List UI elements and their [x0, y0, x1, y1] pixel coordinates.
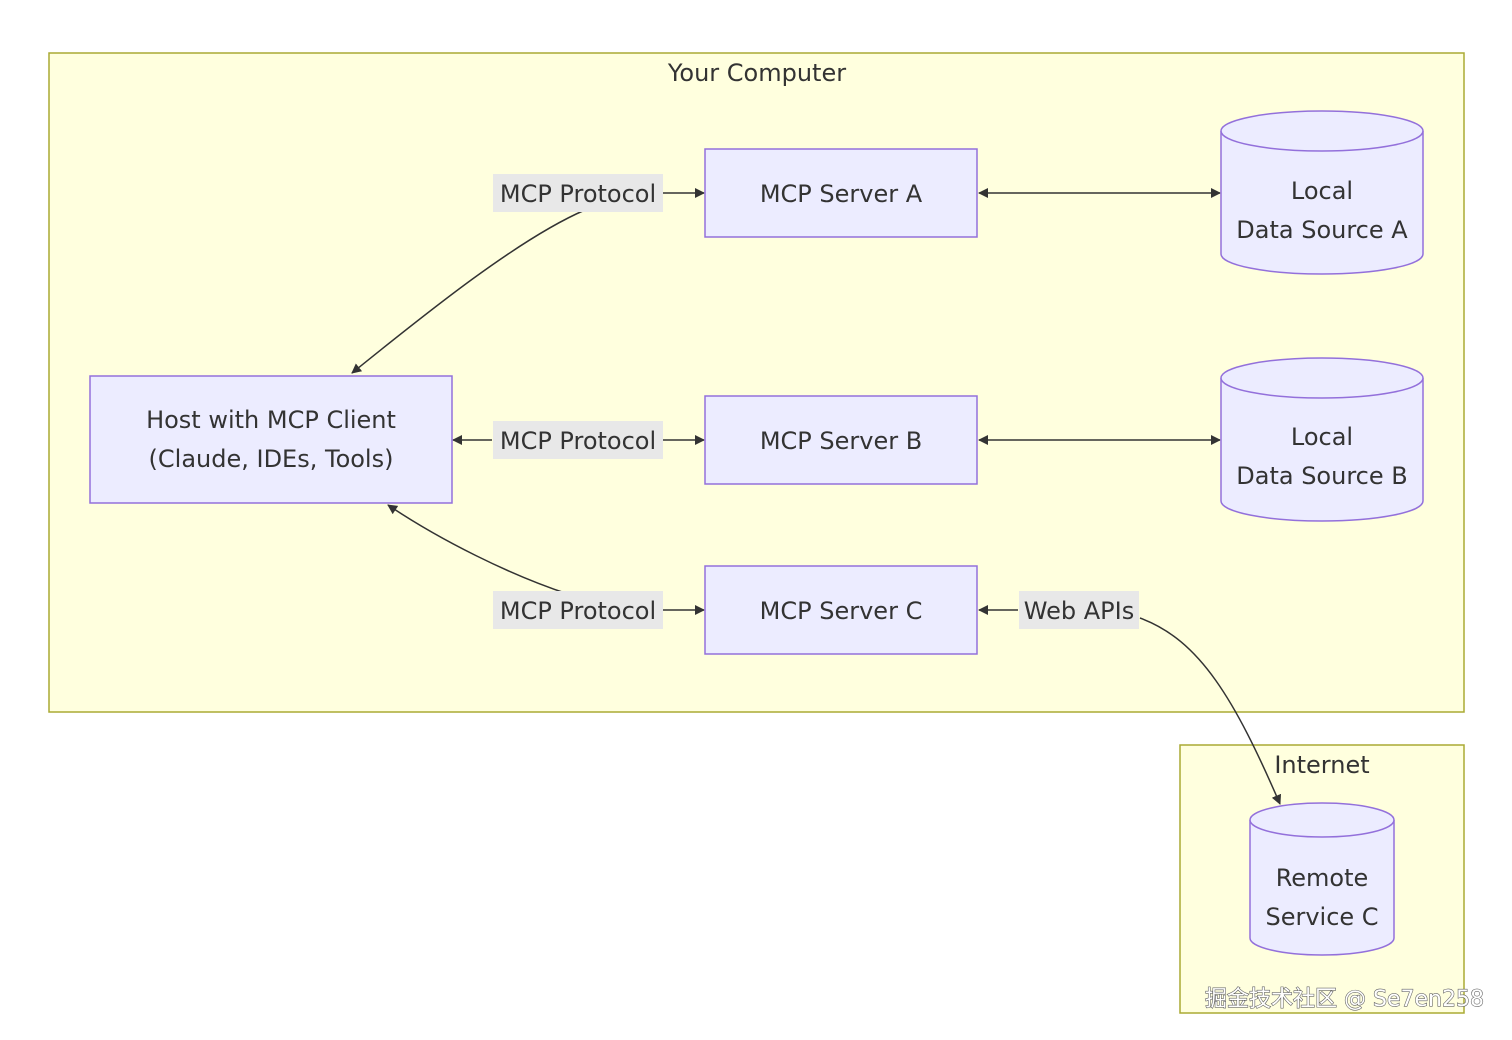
node-host-line1: Host with MCP Client [146, 406, 396, 434]
node-server-b-label: MCP Server B [760, 427, 922, 455]
node-data-source-b: Local Data Source B [1220, 357, 1424, 522]
edge-label-host-b-text: MCP Protocol [500, 427, 656, 455]
node-server-b: MCP Server B [704, 395, 978, 485]
node-remote-service-c-line1: Remote [1276, 864, 1369, 892]
node-server-c: MCP Server C [704, 565, 978, 655]
node-data-source-a-line1: Local [1291, 177, 1353, 205]
edge-label-host-a: MCP Protocol [493, 174, 663, 212]
edge-label-host-b: MCP Protocol [493, 421, 663, 459]
edge-host-server-a-curve [351, 209, 586, 374]
node-server-a: MCP Server A [704, 148, 978, 238]
cluster-your-computer-title: Your Computer [667, 59, 846, 87]
edge-label-host-a-text: MCP Protocol [500, 180, 656, 208]
edge-label-web-apis-text: Web APIs [1024, 597, 1134, 625]
edge-host-server-c-curve [387, 504, 569, 595]
node-data-source-b-line1: Local [1291, 423, 1353, 451]
edge-label-web-apis: Web APIs [1019, 591, 1139, 629]
edge-label-host-c-text: MCP Protocol [500, 597, 656, 625]
watermark-text: 掘金技术社区 @ Se7en258 [1205, 987, 1484, 1012]
node-data-source-a: Local Data Source A [1220, 110, 1424, 275]
node-data-source-b-line2: Data Source B [1236, 462, 1407, 490]
node-host: Host with MCP Client (Claude, IDEs, Tool… [89, 375, 453, 504]
edges [351, 188, 1282, 805]
edge-server-c-remote-curve [1139, 617, 1282, 805]
node-server-a-label: MCP Server A [760, 180, 923, 208]
node-remote-service-c-line2: Service C [1265, 903, 1378, 931]
node-host-line2: (Claude, IDEs, Tools) [149, 445, 394, 473]
node-data-source-a-line2: Data Source A [1236, 216, 1408, 244]
edge-label-host-c: MCP Protocol [493, 591, 663, 629]
node-server-c-label: MCP Server C [760, 597, 923, 625]
node-remote-service-c: Remote Service C [1249, 802, 1395, 956]
cluster-internet-title: Internet [1274, 751, 1369, 779]
